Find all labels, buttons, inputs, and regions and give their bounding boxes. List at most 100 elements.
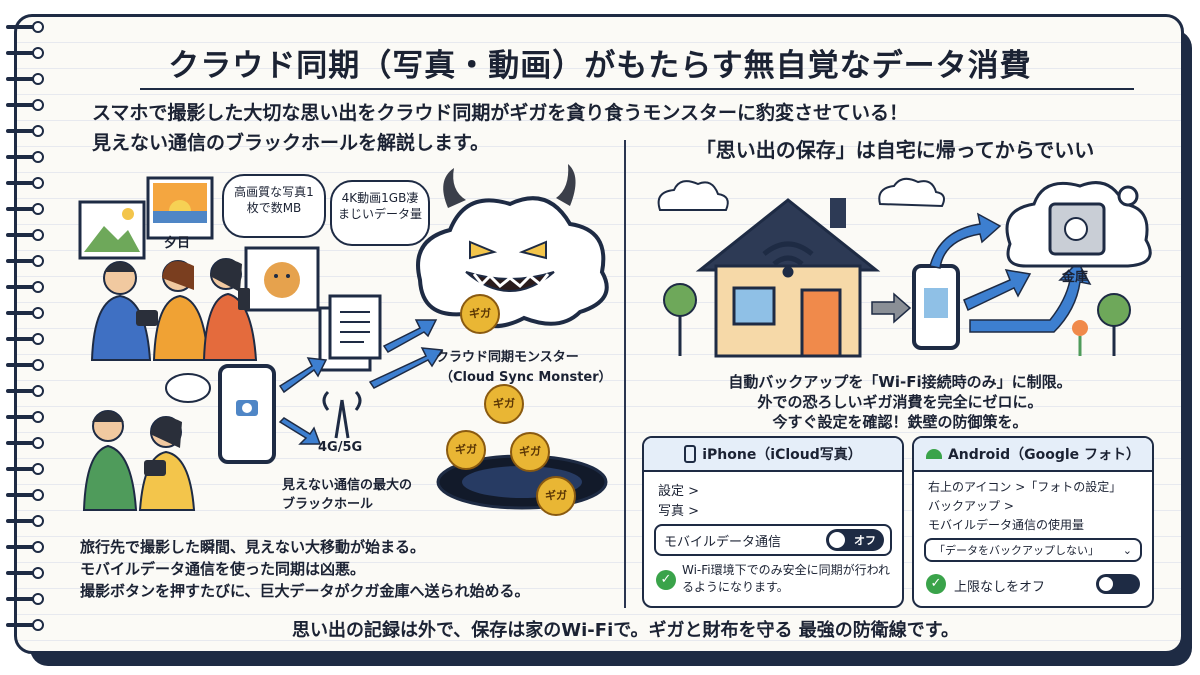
iphone-settings-panel: iPhone（iCloud写真） 設定 > 写真 > モバイルデータ通信 オフ … — [642, 436, 904, 608]
ring-hole — [32, 619, 44, 631]
ring-hole — [32, 21, 44, 33]
cloud-sync-monster-icon — [416, 164, 609, 329]
intro-line-1: スマホで撮影した大切な思い出をクラウド同期がギガを貪り食うモンスターに豹変させて… — [92, 102, 909, 124]
android-unlimited-toggle[interactable] — [1096, 574, 1140, 594]
android-path-3: モバイルデータ通信の使用量 — [928, 518, 1085, 532]
upload-arrows-right — [929, 212, 1092, 333]
cloud-vault-icon — [1005, 181, 1152, 268]
ring-wire — [6, 181, 38, 185]
binding-ring — [6, 98, 50, 112]
binding-ring — [6, 202, 50, 216]
iphone-icon — [684, 445, 697, 463]
binding-ring — [6, 228, 50, 242]
ring-wire — [6, 519, 38, 523]
binding-ring — [6, 254, 50, 268]
binding-ring — [6, 150, 50, 164]
bottom-message: 思い出の記録は外で、保存は家のWi-Fiで。ギガと財布を守る 最強の防衛線です。 — [292, 620, 959, 641]
network-label: 4G/5G — [318, 440, 363, 455]
ring-hole — [32, 437, 44, 449]
binding-ring — [6, 20, 50, 34]
android-path-1: 右上のアイコン >「フォトの設定」 — [928, 480, 1122, 494]
ring-hole — [32, 73, 44, 85]
ring-hole — [32, 489, 44, 501]
android-dropdown-value: 「データをバックアップしない」 — [934, 544, 1099, 557]
binding-ring — [6, 124, 50, 138]
section-divider — [624, 140, 626, 608]
binding-ring — [6, 176, 50, 190]
photo-size-bubble: 高画質な写真1枚で数MB — [222, 174, 326, 238]
chevron-down-icon: ⌄ — [1122, 543, 1132, 557]
giga-coin-5: ギガ — [536, 476, 576, 516]
ring-hole — [32, 307, 44, 319]
right-illustration — [657, 177, 1152, 358]
ring-wire — [6, 155, 38, 159]
binding-ring — [6, 410, 50, 424]
right-middle-line-2: 外での恐ろしいギガ消費を完全にゼロに。 — [757, 393, 1043, 411]
ring-wire — [6, 259, 38, 263]
file-stack-icon — [318, 294, 382, 372]
ring-wire — [6, 493, 38, 497]
android-settings-panel: Android（Google フォト） 右上のアイコン >「フォトの設定」 バッ… — [912, 436, 1154, 608]
ring-hole — [32, 281, 44, 293]
right-middle-line-1: 自動バックアップを「Wi-Fi接続時のみ」に制限。 — [728, 373, 1072, 391]
photographers-illustration — [82, 410, 196, 511]
android-panel-title: Android（Google フォト） — [947, 447, 1141, 463]
binding-ring — [6, 72, 50, 86]
binding-ring — [6, 488, 50, 502]
flower-icon — [1072, 320, 1088, 356]
ring-hole — [32, 229, 44, 241]
ring-hole — [32, 463, 44, 475]
android-icon — [925, 449, 942, 459]
ios-mobile-data-toggle[interactable]: オフ — [826, 529, 884, 551]
iphone-panel-header: iPhone（iCloud写真） — [644, 438, 902, 472]
right-middle-text: 自動バックアップを「Wi-Fi接続時のみ」に制限。 外での恐ろしいギガ消費を完全… — [650, 372, 1150, 432]
ring-hole — [32, 203, 44, 215]
ring-hole — [32, 593, 44, 605]
ring-hole — [32, 567, 44, 579]
ring-wire — [6, 25, 38, 29]
android-setting-label: 上限なしをオフ — [954, 580, 1046, 595]
ring-wire — [6, 545, 38, 549]
ring-hole — [32, 359, 44, 371]
ring-wire — [6, 311, 38, 315]
ring-wire — [6, 207, 38, 211]
binding-ring — [6, 540, 50, 554]
ring-wire — [6, 129, 38, 133]
android-backup-dropdown[interactable]: 「データをバックアップしない」 ⌄ — [924, 538, 1142, 562]
ring-wire — [6, 467, 38, 471]
ring-wire — [6, 389, 38, 393]
sunset-photo-icon — [146, 176, 214, 240]
upload-arrows — [278, 319, 444, 445]
ring-wire — [6, 77, 38, 81]
left-footer-line-2: モバイルデータ通信を使った同期は凶悪。 — [80, 560, 366, 578]
ring-wire — [6, 363, 38, 367]
page-title: クラウド同期（写真・動画）がもたらす無自覚なデータ消費 — [168, 48, 1032, 84]
ring-wire — [6, 103, 38, 107]
binding-ring — [6, 514, 50, 528]
binding-ring — [6, 358, 50, 372]
ring-hole — [32, 99, 44, 111]
wifi-cloud-icon — [657, 177, 945, 211]
intro-text: スマホで撮影した大切な思い出をクラウド同期がギガを貪り食うモンスターに豹変させて… — [92, 98, 1092, 158]
travelers-illustration — [90, 258, 258, 361]
check-icon: ✓ — [926, 574, 946, 594]
ios-note: Wi-Fi環境下でのみ安全に同期が行われるようになります。 — [682, 563, 891, 594]
wifi-icon — [762, 241, 814, 278]
binding-ring — [6, 306, 50, 320]
ring-wire — [6, 415, 38, 419]
right-middle-line-3: 今すぐ設定を確認！鉄壁の防御策を。 — [772, 413, 1028, 431]
ring-hole — [32, 385, 44, 397]
ring-hole — [32, 541, 44, 553]
cell-tower-icon — [322, 390, 362, 439]
left-footer-line-1: 旅行先で撮影した瞬間、見えない大移動が始まる。 — [80, 538, 426, 556]
toggle-knob — [829, 532, 845, 548]
check-icon: ✓ — [656, 570, 676, 590]
ring-wire — [6, 441, 38, 445]
dog-photo-icon — [244, 246, 320, 312]
intro-line-2: 見えない通信のブラックホールを解説します。 — [92, 132, 490, 154]
ring-hole — [32, 515, 44, 527]
ios-path-settings: 設定 > — [658, 484, 700, 499]
ring-hole — [32, 255, 44, 267]
binding-ring — [6, 618, 50, 632]
